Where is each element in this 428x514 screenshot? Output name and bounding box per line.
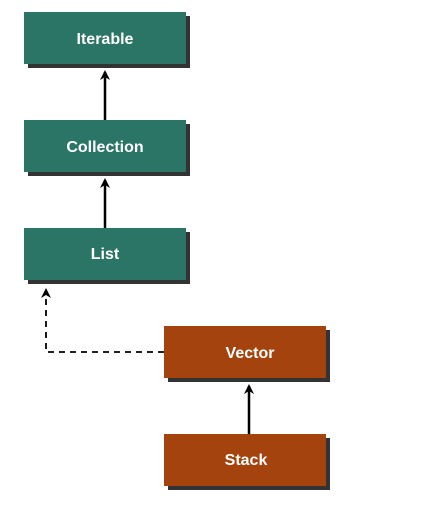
node-iterable: Iterable [24,12,190,68]
node-collection: Collection [24,120,190,176]
node-list-label: List [91,246,120,263]
arrow-vector-to-list [41,288,164,353]
node-vector-box [164,326,326,378]
node-iterable-box [24,12,186,64]
node-stack-label: Stack [225,452,268,469]
node-collection-label: Collection [66,139,143,156]
node-collection-box [24,120,186,172]
node-vector-label: Vector [226,345,275,362]
node-iterable-label: Iterable [77,31,134,48]
node-vector: Vector [164,326,330,382]
node-stack-box [164,434,326,486]
node-list-box [24,228,186,280]
node-stack: Stack [164,434,330,490]
node-list: List [24,228,190,284]
